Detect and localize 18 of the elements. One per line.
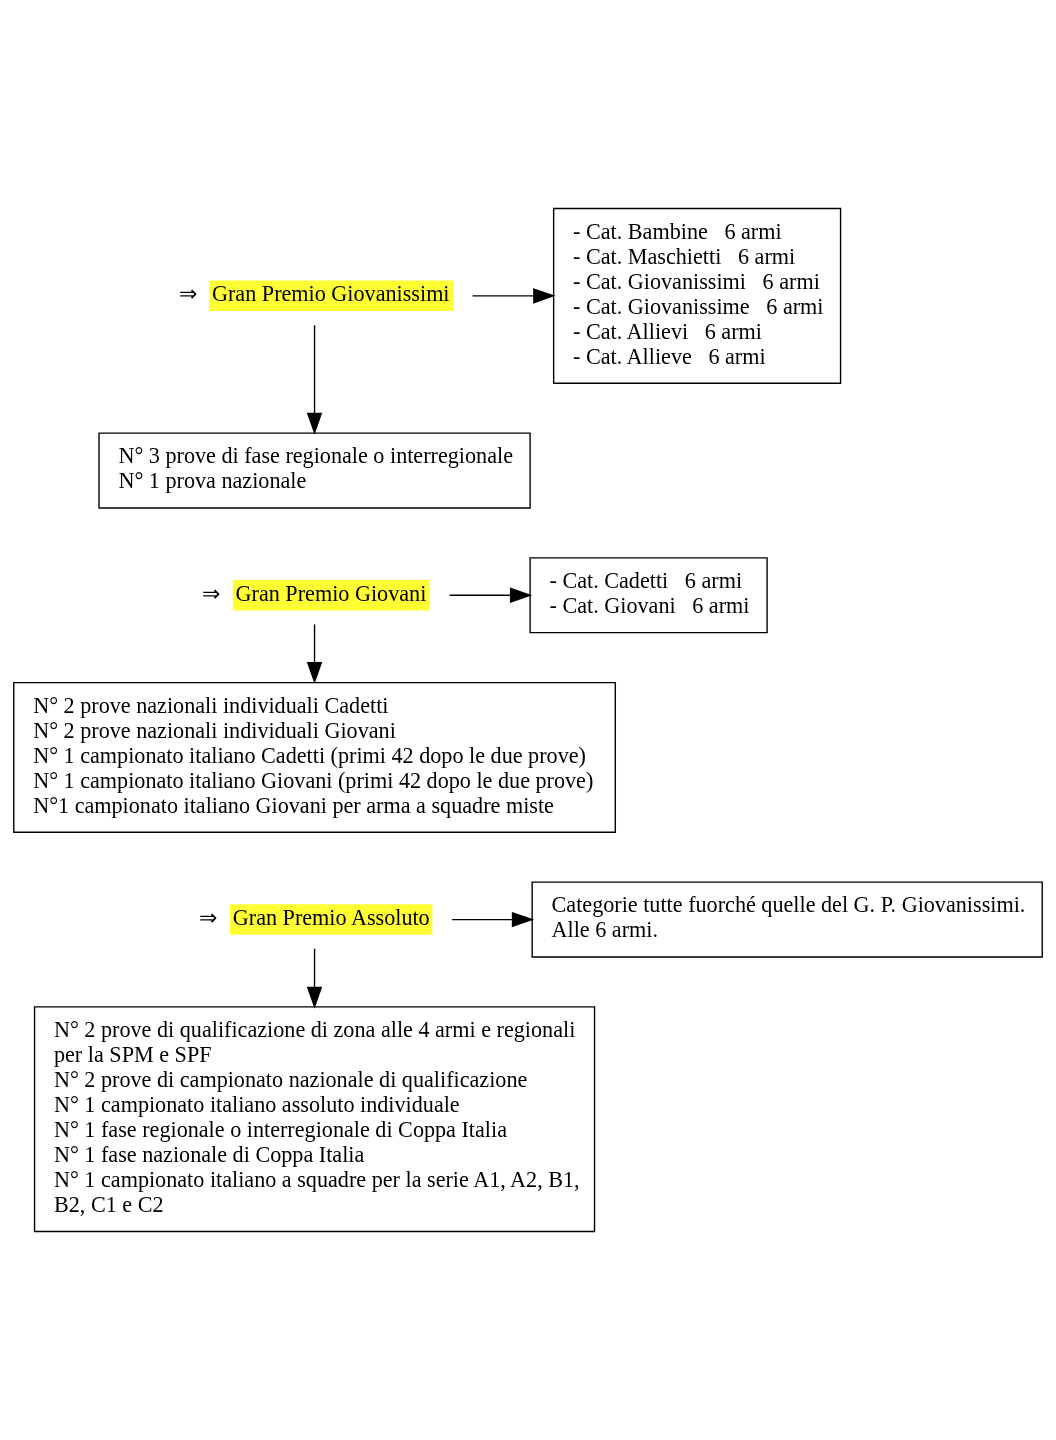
node-box: Gran Premio Giovanissimi	[209, 280, 454, 312]
node-box: N° 2 prove nazionali individuali Cadetti N° 2 prove nazionali individuali Giovani N° 1 campionato italiano Cadetti (primi 42 dopo le due prove) N° 1 campionato italiano Giovani (primi 42 dopo le due prove) N°1 campionato italiano Giovani per arma a squadre miste	[13, 681, 616, 833]
arrow	[448, 587, 533, 604]
node-box: N° 3 prove di fase regionale o interregionale N° 1 prova nazionale	[98, 432, 531, 509]
arrow	[306, 324, 323, 435]
arrow	[471, 288, 556, 304]
node-label: ⇒	[178, 281, 197, 307]
node-box: Categorie tutte fuorché quelle del G. P. Giovanissimi. Alle 6 armi.	[531, 881, 1043, 958]
node-box: Gran Premio Assoluto	[230, 904, 433, 935]
node-label: ⇒	[199, 904, 218, 930]
arrow	[306, 623, 323, 685]
arrow	[306, 948, 323, 1009]
node-box: Gran Premio Giovani	[232, 580, 430, 611]
node-label: ⇒	[202, 580, 221, 606]
node-box: - Cat. Cadetti 6 armi - Cat. Giovani 6 armi	[529, 557, 768, 634]
node-box: N° 2 prove di qualificazione di zona alle 4 armi e regionali per la SPM e SPF N° 2 prove di campionato nazionale di qualificazione N° 1 campionato italiano assoluto individuale N° 1 fase regionale o interregionale di Coppa Italia N° 1 fase nazionale di Coppa Italia N° 1 campionato italiano a squadre per la serie A1, A2, B1, B2, C1 e C2	[33, 1006, 596, 1233]
node-box: - Cat. Bambine 6 armi - Cat. Maschietti 6 armi - Cat. Giovanissimi 6 armi - Cat. Giovanissime 6 armi - Cat. Allievi 6 armi - Cat. Allieve 6 armi	[552, 207, 842, 384]
arrow	[451, 911, 535, 928]
